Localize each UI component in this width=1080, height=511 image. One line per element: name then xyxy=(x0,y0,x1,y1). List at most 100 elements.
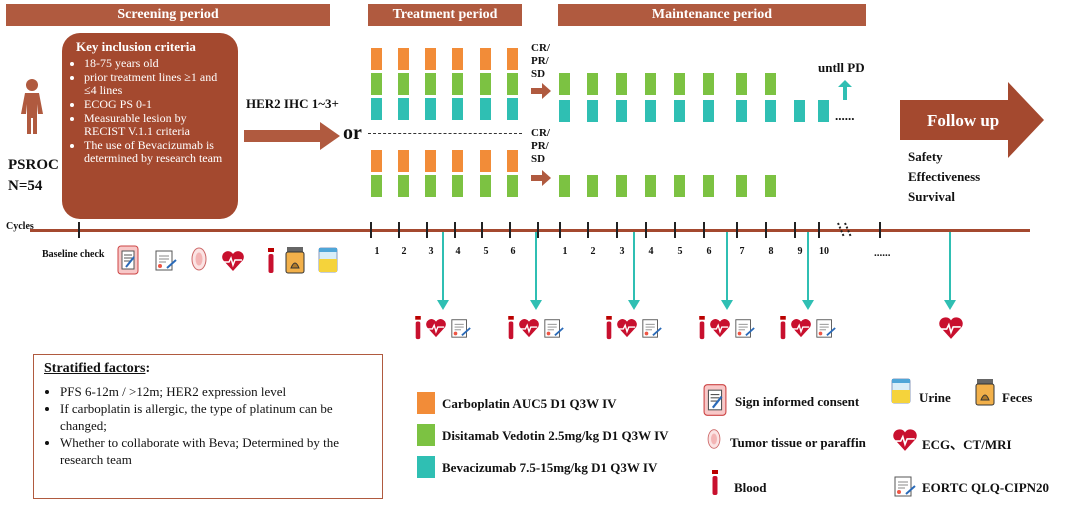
stratified-title-text: Stratified factors xyxy=(44,361,146,376)
eortc-icon xyxy=(735,319,755,338)
response-pr: PR/ xyxy=(531,55,549,67)
disitamab-dose xyxy=(616,175,627,197)
response-upper: CR/ PR/ SD xyxy=(531,42,550,81)
inclusion-item: 18-75 years old xyxy=(84,57,230,70)
disitamab-dose xyxy=(645,175,656,197)
cycles-more: ...... xyxy=(874,247,891,259)
bevacizumab-dose xyxy=(480,98,491,120)
timeline-tick xyxy=(818,222,820,238)
assessment-icon-group xyxy=(698,316,756,340)
timeline-tick xyxy=(645,222,647,238)
response-cr: CR/ xyxy=(531,42,550,54)
bevacizumab-dose xyxy=(452,98,463,120)
inclusion-item: ECOG PS 0-1 xyxy=(84,98,230,111)
screening-period-banner: Screening period xyxy=(6,4,330,26)
timeline-tick xyxy=(454,222,456,238)
disitamab-dose xyxy=(736,73,747,95)
treatment-cycle-label: 2 xyxy=(401,246,407,257)
timeline-tick xyxy=(481,222,483,238)
ecg-icon xyxy=(617,319,637,338)
stratified-title: Stratified factors: xyxy=(44,361,372,377)
arm-separator xyxy=(368,133,522,134)
assessment-icon-group xyxy=(605,316,663,340)
timeline-tick xyxy=(587,222,589,238)
follow-up-effectiveness: Effectiveness xyxy=(908,169,981,184)
ecg-icon xyxy=(791,319,811,338)
disitamab-dose xyxy=(425,73,436,95)
carboplatin-dose xyxy=(480,150,491,172)
disitamab-dose xyxy=(480,73,491,95)
assessment-arrow-icon xyxy=(437,232,449,310)
inclusion-list: 18-75 years old prior treatment lines ≥1… xyxy=(70,57,230,165)
maintenance-cycle-label: 3 xyxy=(619,246,625,257)
population-name: PSROC xyxy=(8,157,59,173)
assessment-arrow-icon xyxy=(530,232,542,310)
follow-up-arrow-icon xyxy=(900,82,1044,158)
disitamab-dose xyxy=(452,175,463,197)
blood-legend-icon xyxy=(712,470,718,495)
bevacizumab-dose xyxy=(703,100,714,122)
feces-icon xyxy=(285,247,305,274)
inclusion-title: Key inclusion criteria xyxy=(76,39,196,54)
bevacizumab-dose xyxy=(425,98,436,120)
bevacizumab-dose xyxy=(765,100,776,122)
follow-up-ecg-icon xyxy=(938,316,964,345)
maintenance-cycle-label: 5 xyxy=(677,246,683,257)
carboplatin-dose xyxy=(425,48,436,70)
response-sd: SD xyxy=(531,153,546,165)
assessment-icon-group xyxy=(507,316,565,340)
carboplatin-dose xyxy=(480,48,491,70)
lower-response-arrow-icon xyxy=(531,170,551,186)
disitamab-dose xyxy=(616,73,627,95)
until-pd-label: untll PD xyxy=(818,60,865,75)
consent-legend-label: Sign informed consent xyxy=(735,394,860,409)
treatment-cycle-label: 5 xyxy=(483,246,489,257)
assessment-arrow-icon xyxy=(944,232,956,310)
bevacizumab-dose xyxy=(818,100,829,122)
disitamab-dose xyxy=(480,175,491,197)
disitamab-dose xyxy=(559,175,570,197)
blood-icon xyxy=(699,316,705,340)
disitamab-dose xyxy=(425,175,436,197)
timeline-tick xyxy=(426,222,428,238)
bevacizumab-dose xyxy=(371,98,382,120)
ecg-icon xyxy=(710,319,730,338)
person-icon xyxy=(21,79,43,134)
bevacizumab-dose xyxy=(616,100,627,122)
assessment-arrow-icon xyxy=(721,232,733,310)
ecg-legend-label: ECG、CT/MRI xyxy=(922,437,1012,452)
disitamab-dose xyxy=(765,73,776,95)
maintenance-cycle-label: 1 xyxy=(562,246,568,257)
maintenance-period-banner: Maintenance period xyxy=(558,4,866,26)
eortc-icon xyxy=(642,319,662,338)
treatment-cycle-label: 3 xyxy=(428,246,434,257)
disitamab-dose xyxy=(674,73,685,95)
blood-icon xyxy=(508,316,514,340)
ecg-icon xyxy=(426,319,446,338)
carboplatin-dose xyxy=(398,150,409,172)
consent-icon xyxy=(117,245,139,275)
response-pr: PR/ xyxy=(531,140,549,152)
response-sd: SD xyxy=(531,68,546,80)
tissue-legend-label: Tumor tissue or paraffin xyxy=(730,435,866,450)
feces-legend-label: Feces xyxy=(1002,390,1033,405)
eortc-legend-label: EORTC QLQ-CIPN20 xyxy=(922,480,1050,495)
bevacizumab-dose xyxy=(674,100,685,122)
disitamab-dose xyxy=(736,175,747,197)
timeline-tick xyxy=(736,222,738,238)
response-cr: CR/ xyxy=(531,127,550,139)
timeline-break-icon xyxy=(837,222,852,238)
follow-up-survival: Survival xyxy=(908,189,955,204)
timeline-tick xyxy=(879,222,881,238)
ecg-icon xyxy=(222,251,244,271)
bevacizumab-dose xyxy=(587,100,598,122)
bevacizumab-label: Bevacizumab 7.5-15mg/kg D1 Q3W IV xyxy=(442,460,658,475)
eortc-icon xyxy=(816,319,836,338)
disitamab-dose xyxy=(452,73,463,95)
carboplatin-dose xyxy=(507,48,518,70)
carboplatin-label: Carboplatin AUC5 D1 Q3W IV xyxy=(442,396,617,411)
bevacizumab-dose xyxy=(507,98,518,120)
stratified-item: Whether to collaborate with Beva; Determ… xyxy=(60,434,372,468)
consent-legend-icon xyxy=(703,384,727,416)
carboplatin-dose xyxy=(371,48,382,70)
